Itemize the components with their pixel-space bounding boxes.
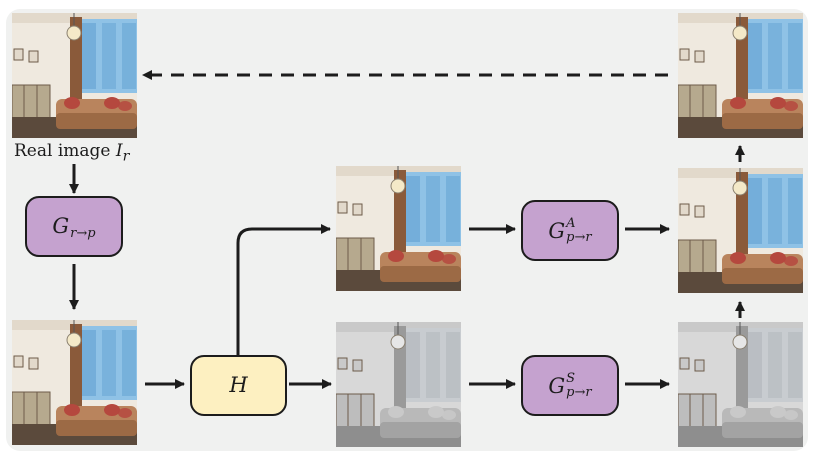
ga-symbol: G — [548, 218, 566, 243]
gs-superscript: S — [566, 370, 576, 386]
gs-symbol: G — [548, 373, 566, 398]
appearance-output-photo — [678, 168, 803, 293]
appearance-branch-photo — [336, 166, 461, 291]
real-image-caption: Real image Ir — [14, 141, 129, 164]
caption-symbol: I — [115, 141, 123, 161]
gs-subscript: p→r — [566, 384, 592, 400]
caption-subscript: r — [122, 148, 130, 165]
h-symbol: H — [229, 373, 248, 397]
structure-branch-photo — [336, 322, 461, 447]
structure-output-photo — [678, 322, 803, 447]
intermediate-photo — [12, 320, 137, 445]
ga-superscript: A — [566, 215, 576, 231]
ga-subscript: p→r — [566, 229, 592, 245]
grp-symbol: G — [52, 214, 70, 238]
arrow-h-to-appearance — [236, 224, 331, 355]
real-image-photo — [12, 13, 137, 138]
final-output-photo — [678, 13, 803, 138]
h-module: H — [190, 355, 287, 416]
caption-text: Real image — [14, 141, 116, 161]
grp-subscript: r→p — [70, 226, 96, 241]
